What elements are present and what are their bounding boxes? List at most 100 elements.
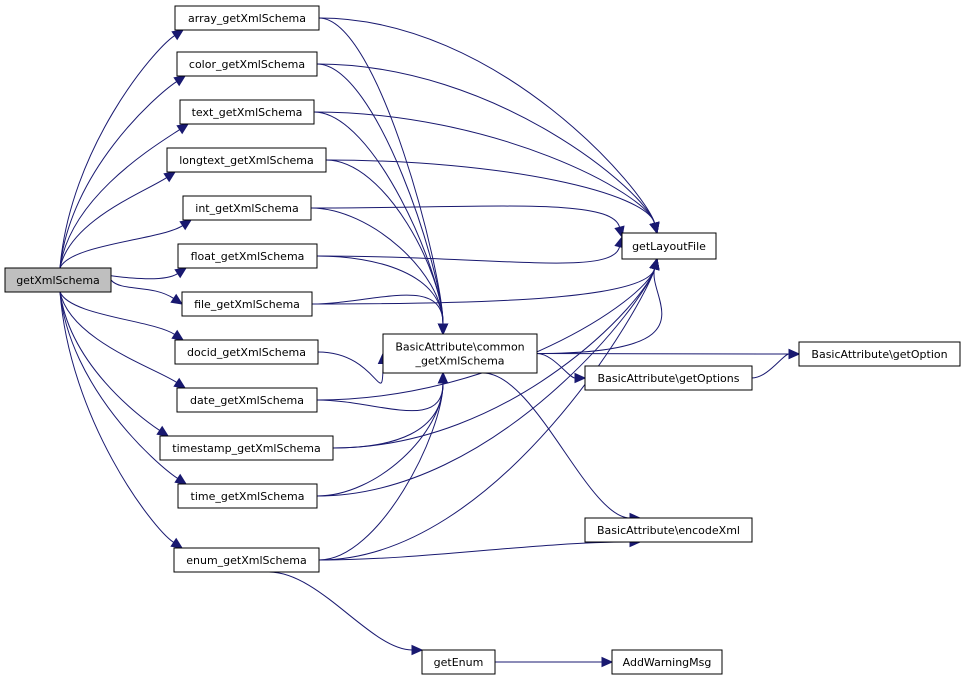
node-label: getLayoutFile — [632, 240, 706, 253]
edge-docid-to-common — [317, 351, 389, 384]
edge-line — [316, 63, 656, 224]
arrowhead — [171, 29, 185, 41]
node-box — [174, 5, 320, 31]
node-label: array_getXmlSchema — [188, 12, 306, 25]
node-box — [166, 147, 327, 173]
edge-float-to-common — [316, 255, 449, 336]
edge-line — [325, 159, 656, 224]
edge-line — [536, 353, 790, 355]
arrowhead — [174, 473, 188, 485]
arrowhead — [437, 371, 449, 384]
node-text[interactable]: text_getXmlSchema — [179, 99, 315, 125]
arrowhead — [170, 537, 184, 549]
node-array[interactable]: array_getXmlSchema — [174, 5, 320, 31]
edge-common-to-encodexml — [482, 372, 642, 524]
edge-text-to-layout — [313, 111, 660, 235]
arrowhead — [649, 221, 660, 235]
node-layout[interactable]: getLayoutFile — [621, 232, 717, 260]
arrowhead — [170, 293, 184, 305]
node-label: _getXmlSchema — [414, 355, 504, 368]
node-label: longtext_getXmlSchema — [179, 154, 314, 167]
arrowhead — [156, 425, 170, 437]
arrowhead — [171, 329, 185, 341]
edge-root-to-file — [110, 279, 184, 305]
node-encodexml[interactable]: BasicAttribute\encodeXml — [584, 517, 753, 543]
node-box — [421, 649, 496, 675]
node-label: color_getXmlSchema — [189, 58, 305, 71]
node-float[interactable]: float_getXmlSchema — [177, 243, 318, 269]
node-box — [174, 339, 319, 365]
node-getoptions[interactable]: BasicAttribute\getOptions — [584, 365, 753, 391]
node-label: int_getXmlSchema — [195, 202, 298, 215]
edge-line — [311, 268, 656, 305]
edge-line — [316, 255, 444, 325]
node-time[interactable]: time_getXmlSchema — [177, 483, 318, 509]
edge-enum-to-common — [318, 371, 449, 561]
edge-root-to-time — [59, 291, 188, 485]
node-getoption[interactable]: BasicAttribute\getOption — [798, 341, 961, 367]
node-warn[interactable]: AddWarningMsg — [611, 649, 723, 675]
node-common[interactable]: BasicAttribute\common_getXmlSchema — [382, 333, 538, 374]
edge-line — [325, 159, 444, 325]
node-label: docid_getXmlSchema — [187, 346, 306, 359]
edge-line — [59, 35, 175, 269]
node-label: getXmlSchema — [16, 274, 100, 287]
node-label: text_getXmlSchema — [192, 106, 303, 119]
edge-root-to-date — [59, 291, 187, 389]
node-label: BasicAttribute\encodeXml — [597, 524, 740, 537]
edge-line — [59, 291, 175, 335]
arrowhead — [574, 372, 587, 384]
node-label: file_getXmlSchema — [194, 298, 300, 311]
edge-root-to-int — [59, 219, 193, 269]
edge-line — [318, 17, 656, 224]
edge-line — [268, 571, 413, 651]
edge-root-to-text — [59, 123, 190, 269]
node-label: time_getXmlSchema — [191, 490, 305, 503]
edge-line — [332, 382, 444, 449]
node-longtext[interactable]: longtext_getXmlSchema — [166, 147, 327, 173]
edge-line — [310, 207, 444, 325]
edge-array-to-common — [318, 17, 449, 336]
edge-line — [316, 246, 621, 264]
edge-int-to-common — [310, 207, 449, 336]
edge-getoptions-to-getoption — [751, 348, 801, 379]
edge-line — [59, 291, 160, 431]
node-box — [179, 99, 315, 125]
node-docid[interactable]: docid_getXmlSchema — [174, 339, 319, 365]
edge-line — [316, 63, 444, 325]
node-box — [173, 547, 320, 573]
node-box — [176, 51, 318, 77]
node-color[interactable]: color_getXmlSchema — [176, 51, 318, 77]
edge-common-to-getoption — [536, 348, 801, 360]
node-label: BasicAttribute\common — [395, 341, 524, 354]
edge-text-to-common — [313, 111, 449, 336]
arrowhead — [163, 171, 177, 183]
node-label: enum_getXmlSchema — [186, 554, 307, 567]
edge-int-to-layout — [310, 205, 625, 239]
node-box — [176, 387, 318, 413]
arrowhead — [174, 267, 188, 279]
edge-line — [59, 129, 180, 269]
node-file[interactable]: file_getXmlSchema — [181, 291, 313, 317]
node-label: float_getXmlSchema — [191, 250, 305, 263]
edge-line — [59, 225, 183, 269]
edge-line — [110, 279, 174, 299]
node-timestamp[interactable]: timestamp_getXmlSchema — [159, 435, 334, 461]
node-date[interactable]: date_getXmlSchema — [176, 387, 318, 413]
edge-common-to-getoptions — [536, 353, 587, 384]
edge-getenum-to-warn — [495, 656, 614, 668]
node-box — [621, 232, 717, 260]
arrowhead — [411, 644, 424, 656]
edge-file-to-common — [311, 294, 449, 336]
edge-line — [59, 291, 178, 479]
node-root[interactable]: getXmlSchema — [4, 267, 112, 293]
node-getenum[interactable]: getEnum — [421, 649, 496, 675]
node-int[interactable]: int_getXmlSchema — [182, 195, 312, 221]
node-label: timestamp_getXmlSchema — [172, 442, 320, 455]
edge-line — [59, 291, 174, 543]
edge-line — [332, 268, 656, 449]
node-enum[interactable]: enum_getXmlSchema — [173, 547, 320, 573]
edge-line — [316, 382, 444, 412]
arrowhead — [176, 123, 190, 135]
edge-line — [313, 111, 656, 224]
